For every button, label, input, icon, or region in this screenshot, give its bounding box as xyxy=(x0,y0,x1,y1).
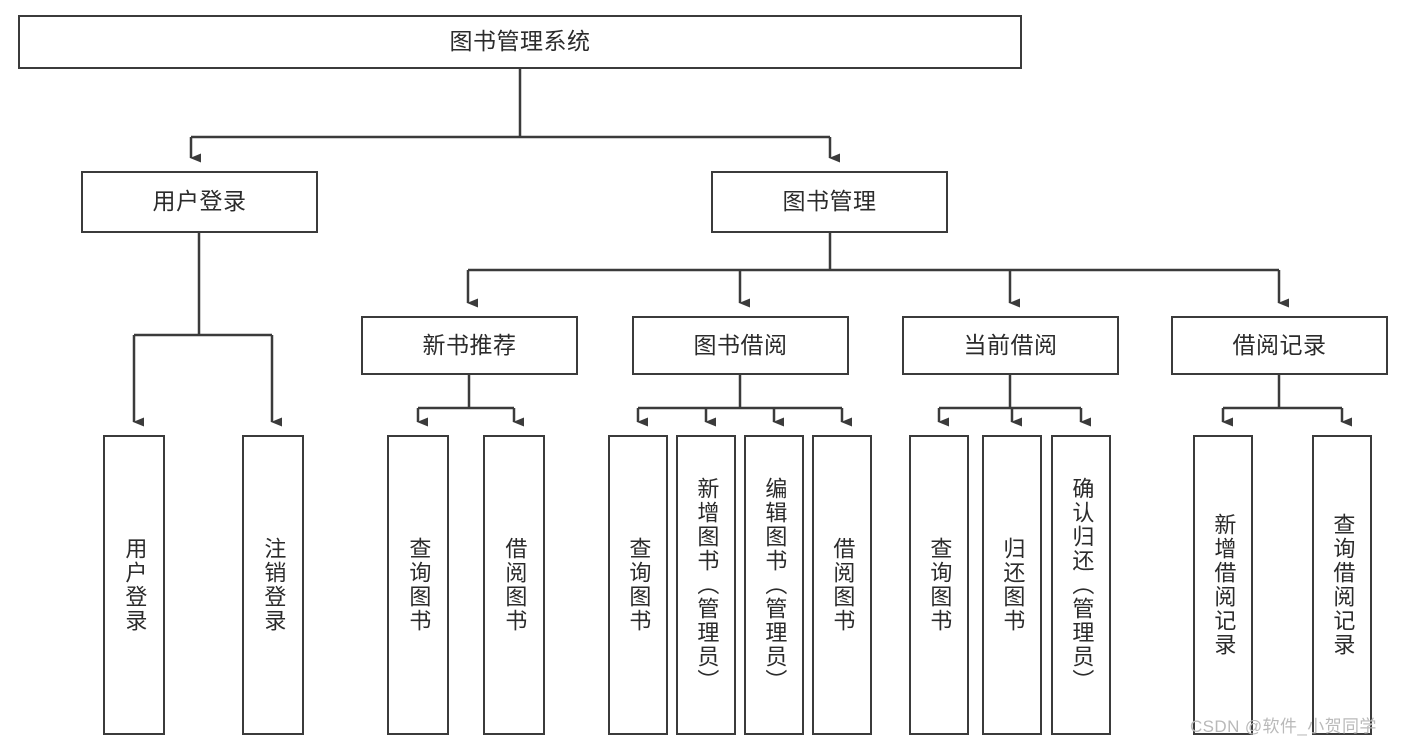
csdn-watermark: CSDN @软件_小贺同学 xyxy=(1190,717,1377,736)
leaf-user-login[interactable]: 用户登录 xyxy=(103,435,165,735)
node-book-borrow[interactable]: 图书借阅 xyxy=(632,316,849,375)
leaf-borrow-book[interactable]: 借阅图书 xyxy=(812,435,872,735)
leaf-user-logout-label: 注销登录 xyxy=(261,537,287,633)
leaf-edit-book-admin-label: 编辑图书（管理员） xyxy=(762,477,788,693)
leaf-query-book-borrow-label: 查询图书 xyxy=(626,537,652,633)
leaf-borrow-book-newbook[interactable]: 借阅图书 xyxy=(483,435,545,735)
leaf-query-book-current[interactable]: 查询图书 xyxy=(909,435,969,735)
node-new-book-recommend[interactable]: 新书推荐 xyxy=(361,316,578,375)
node-book-management[interactable]: 图书管理 xyxy=(711,171,948,233)
leaf-borrow-book-label: 借阅图书 xyxy=(830,537,856,633)
node-user-login-label: 用户登录 xyxy=(152,188,247,215)
node-root[interactable]: 图书管理系统 xyxy=(18,15,1022,69)
node-new-book-recommend-label: 新书推荐 xyxy=(422,331,517,358)
node-borrow-record[interactable]: 借阅记录 xyxy=(1171,316,1388,375)
node-user-login[interactable]: 用户登录 xyxy=(81,171,318,233)
leaf-add-book-admin[interactable]: 新增图书（管理员） xyxy=(676,435,736,735)
leaf-add-borrow-record[interactable]: 新增借阅记录 xyxy=(1193,435,1253,735)
node-root-label: 图书管理系统 xyxy=(449,28,591,55)
leaf-return-book[interactable]: 归还图书 xyxy=(982,435,1042,735)
leaf-edit-book-admin[interactable]: 编辑图书（管理员） xyxy=(744,435,804,735)
leaf-user-login-label: 用户登录 xyxy=(122,537,148,633)
leaf-borrow-book-newbook-label: 借阅图书 xyxy=(502,537,528,633)
node-book-management-label: 图书管理 xyxy=(782,188,877,215)
leaf-confirm-return-admin-label: 确认归还（管理员） xyxy=(1069,477,1095,693)
leaf-query-book-current-label: 查询图书 xyxy=(927,537,953,633)
leaf-add-book-admin-label: 新增图书（管理员） xyxy=(694,477,720,693)
leaf-query-borrow-record-label: 查询借阅记录 xyxy=(1330,513,1356,657)
leaf-return-book-label: 归还图书 xyxy=(1000,537,1026,633)
leaf-query-book-borrow[interactable]: 查询图书 xyxy=(608,435,668,735)
leaf-query-book-newbook[interactable]: 查询图书 xyxy=(387,435,449,735)
node-borrow-record-label: 借阅记录 xyxy=(1232,331,1327,358)
leaf-add-borrow-record-label: 新增借阅记录 xyxy=(1211,513,1237,657)
node-current-borrow[interactable]: 当前借阅 xyxy=(902,316,1119,375)
node-book-borrow-label: 图书借阅 xyxy=(693,331,788,358)
leaf-user-logout[interactable]: 注销登录 xyxy=(242,435,304,735)
leaf-query-borrow-record[interactable]: 查询借阅记录 xyxy=(1312,435,1372,735)
leaf-query-book-newbook-label: 查询图书 xyxy=(406,537,432,633)
node-current-borrow-label: 当前借阅 xyxy=(963,331,1058,358)
leaf-confirm-return-admin[interactable]: 确认归还（管理员） xyxy=(1051,435,1111,735)
